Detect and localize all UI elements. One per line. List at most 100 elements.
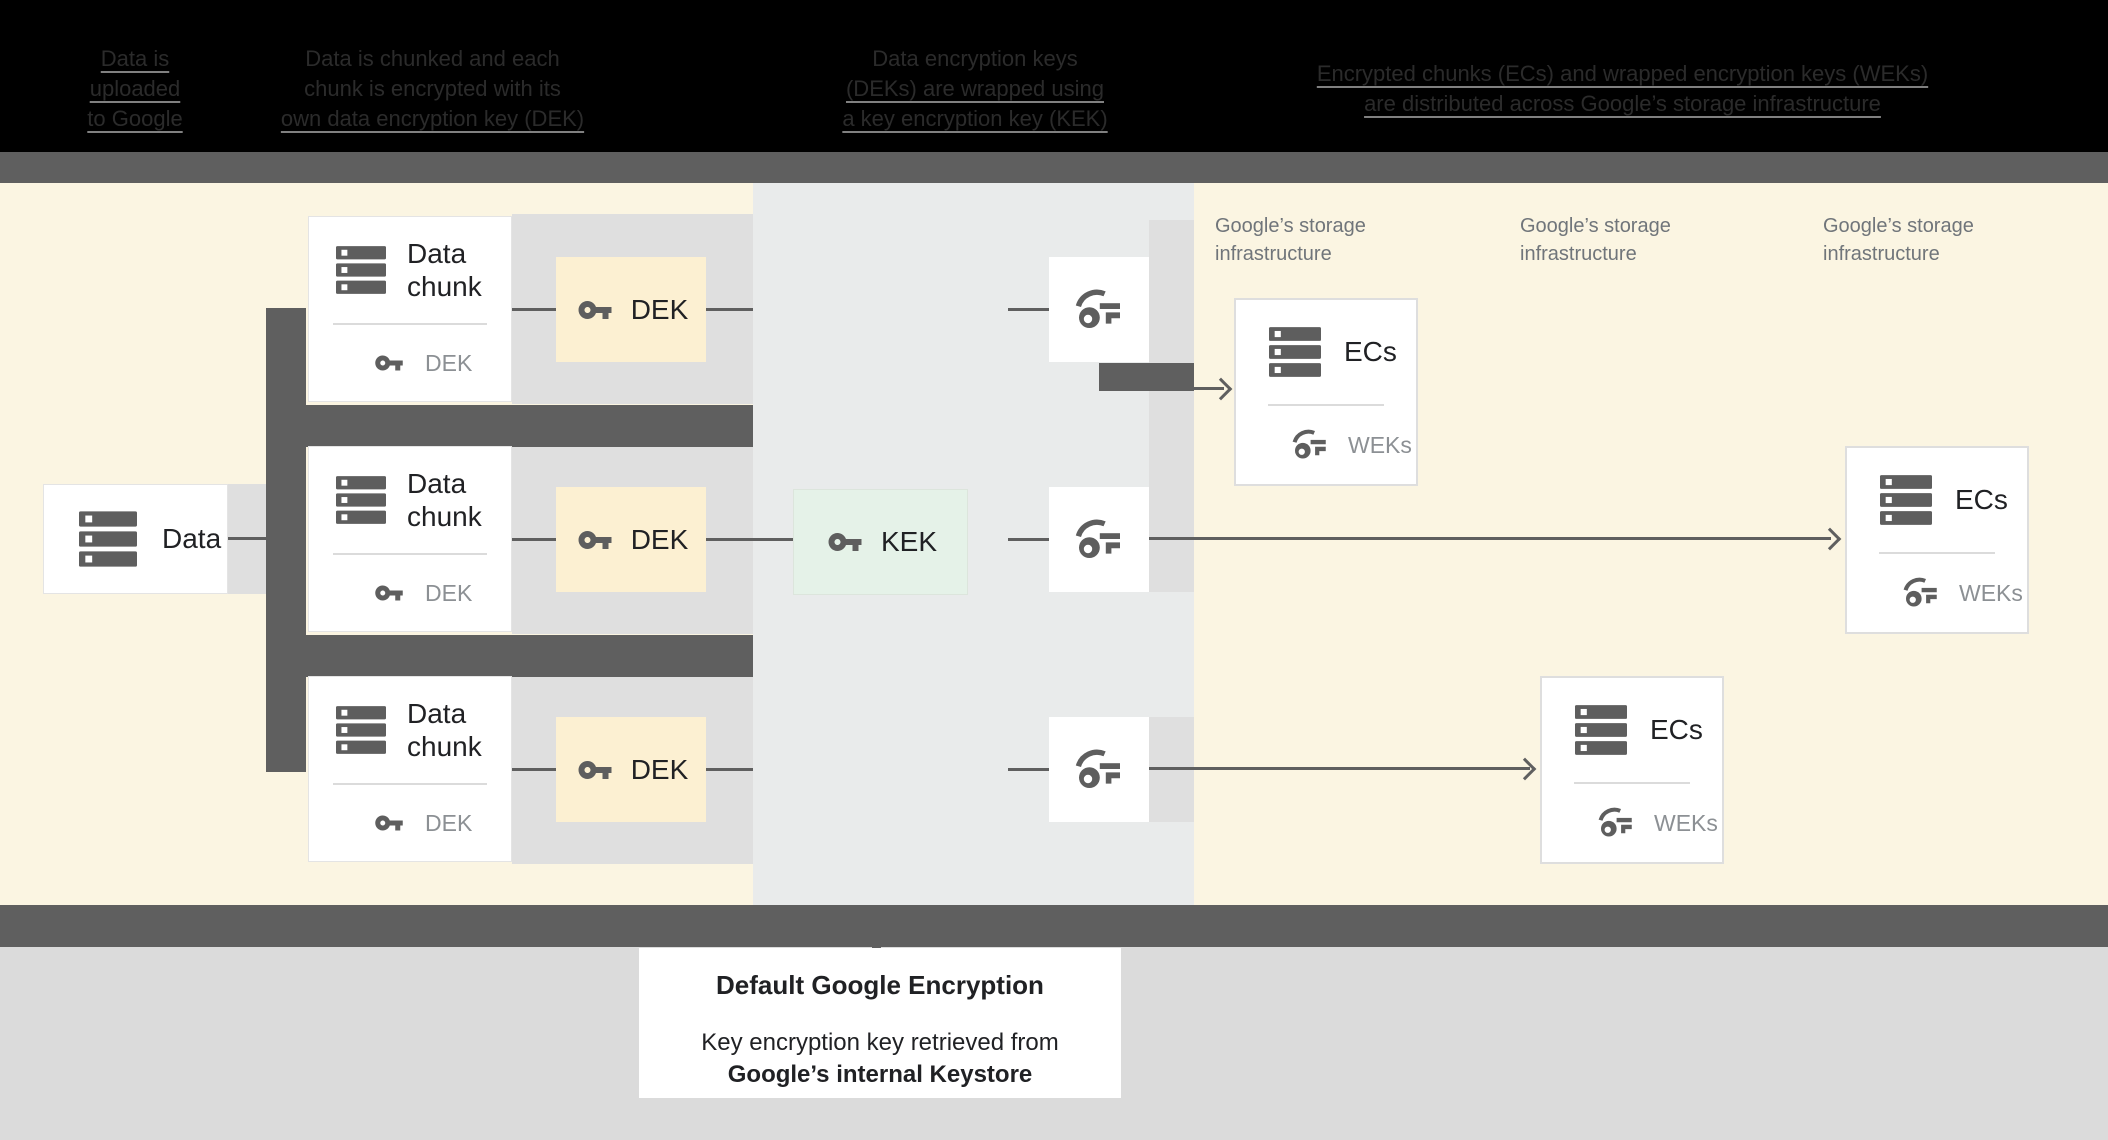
ecs-server-icon — [1266, 326, 1324, 378]
chunk-title: Data chunk — [407, 698, 482, 762]
weks-key-icon — [1596, 805, 1636, 841]
caption-body-line2: Google’s internal Keystore — [727, 1061, 1033, 1088]
step-caption-line: to Google — [87, 106, 183, 131]
storage-label-line: Google’s storage — [1215, 215, 1366, 237]
step-caption-line: Data is — [100, 46, 170, 71]
wrapped-key-box — [1049, 717, 1149, 822]
caption-title: Default Google Encryption — [716, 970, 1044, 1000]
connector-line — [512, 308, 556, 311]
wrapped-key-box — [1049, 487, 1149, 592]
connector-line — [512, 768, 556, 771]
step-caption-distribution: Encrypted chunks (ECs) and wrapped encry… — [1310, 59, 1935, 119]
divider — [1268, 404, 1384, 406]
kek-label: KEK — [880, 526, 938, 557]
wrapped-key-box — [1049, 257, 1149, 362]
storage-label-line: Google’s storage — [1823, 215, 1974, 237]
data-chunk-box: Data chunk DEK — [308, 216, 512, 402]
dek-key-icon — [574, 752, 616, 788]
divider — [333, 323, 487, 325]
storage-label: Google’s storage infrastructure — [1215, 212, 1505, 268]
chunk-split-band — [266, 405, 753, 447]
step-caption-line: uploaded — [89, 76, 181, 101]
step-caption-line: are distributed across Google’s storage … — [1364, 91, 1881, 116]
weks-label: WEKs — [1348, 431, 1412, 458]
key-row-strip — [1149, 220, 1194, 487]
connector-line — [706, 538, 793, 541]
chunk-split-bar-vertical — [266, 308, 306, 772]
storage-label: Google’s storage infrastructure — [1520, 212, 1810, 268]
ecs-server-icon — [1877, 474, 1935, 526]
data-label: Data — [162, 523, 222, 554]
dek-label: DEK — [630, 293, 689, 325]
ecs-server-icon — [1572, 704, 1630, 756]
ecs-label: ECs — [1955, 484, 2008, 515]
step-caption-line: own data encryption key (DEK) — [280, 106, 585, 131]
dek-box: DEK — [556, 717, 706, 822]
connector-line — [512, 538, 556, 541]
chunk-server-icon — [333, 245, 389, 295]
step-caption-upload: Data is uploaded to Google — [40, 44, 230, 134]
chunk-dek-label: DEK — [425, 579, 473, 606]
top-divider-bar — [0, 152, 2108, 183]
weks-key-icon — [1290, 427, 1330, 463]
ecs-label: ECs — [1344, 336, 1397, 367]
weks-label: WEKs — [1654, 809, 1718, 836]
chunk-server-icon — [333, 705, 389, 755]
chunk-server-icon — [333, 475, 389, 525]
divider — [333, 553, 487, 555]
wrapped-key-icon — [1075, 746, 1123, 794]
weks-key-icon — [1901, 575, 1941, 611]
ecs-label: ECs — [1650, 714, 1703, 745]
connector-line — [706, 308, 753, 311]
step-caption-line: chunk is encrypted with its — [304, 76, 561, 101]
dek-key-icon — [369, 578, 409, 608]
data-chunk-box: Data chunk DEK — [308, 446, 512, 632]
chunk-dek-label: DEK — [425, 349, 473, 376]
divider — [1879, 552, 1995, 554]
dek-key-icon — [574, 522, 616, 558]
divider — [1574, 782, 1690, 784]
dek-key-icon — [369, 808, 409, 838]
arrow-line — [1149, 537, 1831, 540]
header-band: Data is uploaded to Google Data is chunk… — [0, 0, 2108, 152]
wek-flow-bar — [1099, 363, 1194, 391]
chunk-title: Data chunk — [407, 468, 482, 532]
data-chunk-box: Data chunk DEK — [308, 676, 512, 862]
step-caption-wrapping: Data encryption keys (DEKs) are wrapped … — [800, 44, 1150, 134]
connector-line — [1008, 308, 1049, 311]
wrapped-key-icon — [1075, 286, 1123, 334]
connector-line — [1008, 538, 1049, 541]
connector-line — [228, 537, 266, 540]
connector-line — [706, 768, 753, 771]
arrow-line — [1194, 387, 1224, 390]
step-caption-chunking: Data is chunked and each chunk is encryp… — [260, 44, 605, 134]
kek-key-icon — [824, 524, 866, 560]
storage-label-line: infrastructure — [1520, 243, 1637, 265]
ecs-box: ECs WEKs — [1845, 446, 2029, 634]
step-caption-line: a key encryption key (KEK) — [842, 106, 1108, 131]
dek-label: DEK — [630, 753, 689, 785]
storage-label: Google’s storage infrastructure — [1823, 212, 2108, 268]
chunk-title: Data chunk — [407, 238, 482, 302]
step-caption-line: (DEKs) are wrapped using — [845, 76, 1104, 101]
caption-body-line1: Key encryption key retrieved from — [701, 1029, 1059, 1056]
data-server-icon — [76, 510, 140, 568]
storage-label-line: infrastructure — [1823, 243, 1940, 265]
storage-label-line: infrastructure — [1215, 243, 1332, 265]
step-caption-line: Data is chunked and each — [305, 46, 560, 71]
bottom-divider-bar — [0, 905, 2108, 947]
connector-line — [1008, 768, 1049, 771]
dek-box: DEK — [556, 487, 706, 592]
kek-caption-connector — [872, 944, 881, 950]
data-box: Data — [43, 484, 228, 594]
dek-key-icon — [574, 292, 616, 328]
wrapped-key-icon — [1075, 516, 1123, 564]
storage-label-line: Google’s storage — [1520, 215, 1671, 237]
chunk-dek-label: DEK — [425, 809, 473, 836]
dek-key-icon — [369, 348, 409, 378]
kek-box: KEK — [793, 489, 968, 595]
ecs-box: ECs WEKs — [1234, 298, 1418, 486]
caption-box: Default Google Encryption Key encryption… — [639, 948, 1121, 1098]
dek-label: DEK — [630, 523, 689, 555]
